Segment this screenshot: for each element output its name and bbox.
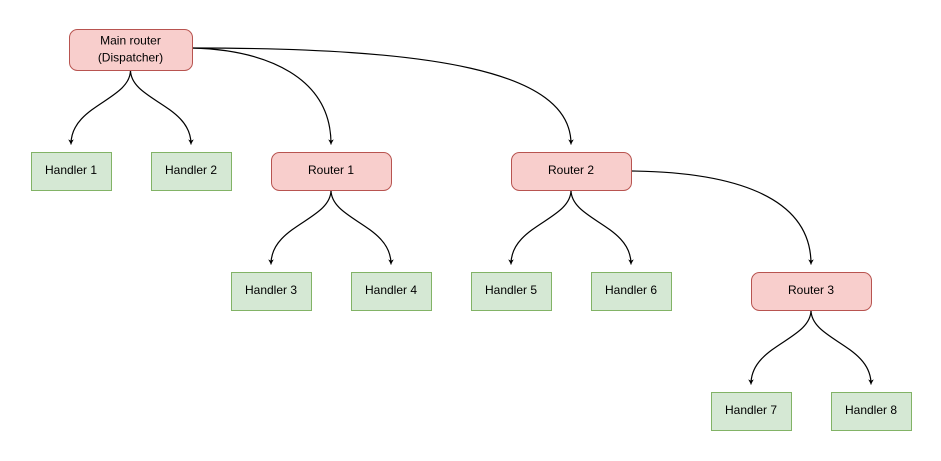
edge-router-3-to-handler-7 bbox=[748, 309, 812, 385]
node-handler-7[interactable]: Handler 7 bbox=[711, 392, 792, 431]
edge-main-to-router-1 bbox=[191, 47, 334, 145]
node-router-2[interactable]: Router 2 bbox=[511, 152, 632, 191]
router-2-shape bbox=[511, 152, 632, 191]
main-router-label: Main router bbox=[100, 34, 161, 48]
handler-7-label: Handler 7 bbox=[725, 403, 777, 417]
handler-1-label: Handler 1 bbox=[45, 163, 97, 177]
nodes-layer: Main router (Dispatcher) Handler 1 Handler … bbox=[31, 29, 912, 431]
node-handler-3[interactable]: Handler 3 bbox=[231, 272, 312, 311]
router-3-label: Router 3 bbox=[788, 283, 834, 297]
node-handler-6[interactable]: Handler 6 bbox=[591, 272, 672, 311]
main-router-label-secondary: (Dispatcher) bbox=[98, 51, 163, 65]
node-handler-4[interactable]: Handler 4 bbox=[351, 272, 432, 311]
edge-router-2-to-handler-6 bbox=[570, 189, 634, 265]
main-router-shape bbox=[69, 29, 193, 71]
edge-main-to-handler-2 bbox=[129, 69, 194, 145]
edge-main-to-router-2 bbox=[191, 47, 574, 145]
handler-6-label: Handler 6 bbox=[605, 283, 657, 297]
router-2-label: Router 2 bbox=[548, 163, 594, 177]
handler-1-shape bbox=[31, 152, 112, 191]
handler-7-shape bbox=[711, 392, 792, 431]
router-1-label: Router 1 bbox=[308, 163, 354, 177]
edge-router-2-to-handler-5 bbox=[508, 189, 572, 265]
edge-router-1-to-handler-4 bbox=[330, 189, 394, 265]
edge-main-to-handler-1 bbox=[68, 69, 132, 145]
handler-2-shape bbox=[151, 152, 232, 191]
router-1-shape bbox=[271, 152, 392, 191]
handler-3-shape bbox=[231, 272, 312, 311]
node-handler-1[interactable]: Handler 1 bbox=[31, 152, 112, 191]
node-handler-8[interactable]: Handler 8 bbox=[831, 392, 912, 431]
handler-3-label: Handler 3 bbox=[245, 283, 297, 297]
edge-router-2-to-router-3 bbox=[630, 170, 814, 265]
handler-2-label: Handler 2 bbox=[165, 163, 217, 177]
node-handler-2[interactable]: Handler 2 bbox=[151, 152, 232, 191]
node-handler-5[interactable]: Handler 5 bbox=[471, 272, 552, 311]
handler-8-label: Handler 8 bbox=[845, 403, 897, 417]
handler-6-shape bbox=[591, 272, 672, 311]
node-main-router[interactable]: Main router (Dispatcher) bbox=[69, 29, 193, 71]
edge-router-3-to-handler-8 bbox=[810, 309, 874, 385]
node-router-3[interactable]: Router 3 bbox=[751, 272, 872, 311]
router-3-shape bbox=[751, 272, 872, 311]
edge-router-1-to-handler-3 bbox=[268, 189, 332, 265]
handler-8-shape bbox=[831, 392, 912, 431]
edges-layer bbox=[68, 47, 874, 385]
node-router-1[interactable]: Router 1 bbox=[271, 152, 392, 191]
handler-5-shape bbox=[471, 272, 552, 311]
handler-4-shape bbox=[351, 272, 432, 311]
handler-4-label: Handler 4 bbox=[365, 283, 417, 297]
handler-5-label: Handler 5 bbox=[485, 283, 537, 297]
